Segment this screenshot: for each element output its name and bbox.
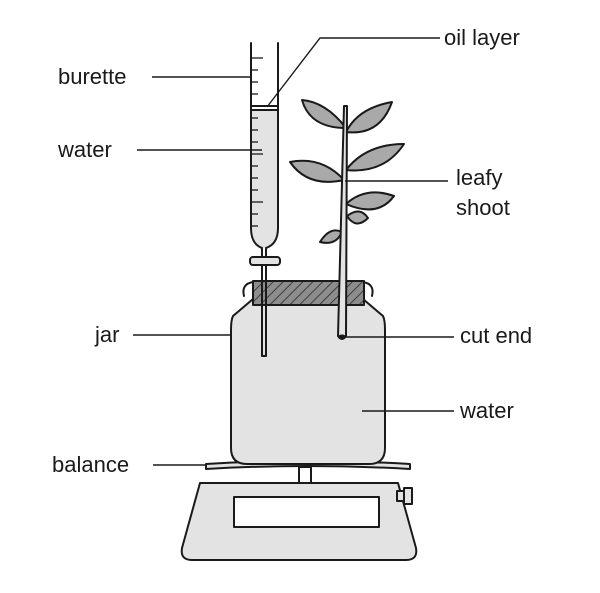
balance-display — [233, 496, 380, 528]
shoot-stem — [337, 105, 348, 340]
leaf-middle-right — [345, 143, 405, 172]
balance-knob-cap — [403, 487, 413, 505]
label-oil-layer: oil layer — [444, 25, 520, 50]
jar-body — [230, 298, 386, 465]
burette — [249, 42, 281, 357]
burette-tube — [250, 42, 279, 259]
label-cut-end: cut end — [460, 323, 532, 348]
label-water-right: water — [459, 398, 514, 423]
balance — [180, 460, 418, 561]
balance-stem — [298, 466, 312, 484]
label-water-left: water — [57, 137, 112, 162]
leaf-top-right — [345, 101, 393, 134]
leaf-bottom-left — [319, 229, 343, 244]
leafy-shoot — [289, 99, 405, 340]
burette-water — [251, 110, 278, 248]
jar — [230, 281, 386, 465]
jar-lip-left — [242, 281, 254, 297]
leaf-middle-left — [289, 159, 345, 183]
burette-oil-layer — [250, 105, 279, 111]
burette-scale — [251, 57, 263, 227]
leaf-lower-small — [346, 210, 369, 225]
burette-nozzle — [261, 264, 267, 357]
oil-layer-pointer-line — [266, 37, 440, 108]
leaf-lower-right — [345, 191, 395, 211]
burette-tap — [249, 256, 281, 266]
label-shoot: shoot — [456, 195, 510, 220]
bung — [252, 280, 365, 306]
label-balance: balance — [52, 452, 129, 477]
leaf-top-left — [301, 99, 347, 129]
label-jar: jar — [94, 322, 119, 347]
label-burette: burette — [58, 64, 127, 89]
label-leafy: leafy — [456, 165, 502, 190]
